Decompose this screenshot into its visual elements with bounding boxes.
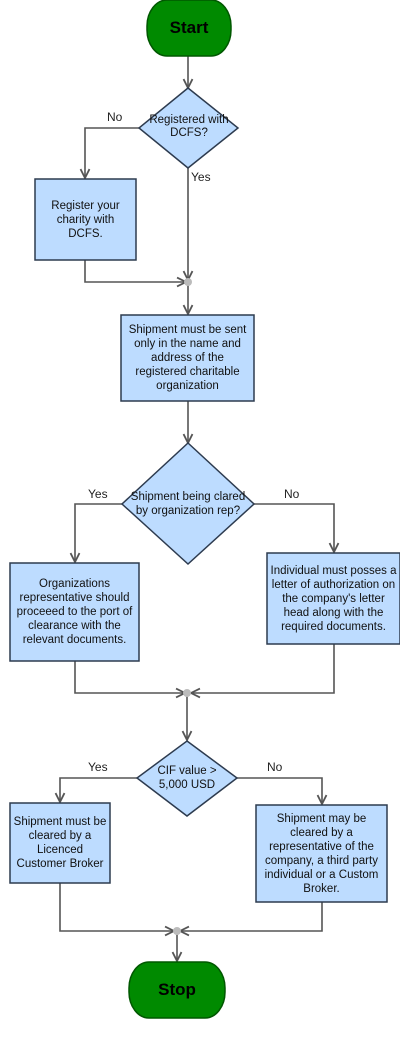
representative-shape — [255, 804, 388, 903]
edge-label-cif-no: No — [267, 760, 283, 774]
register-charity-shape — [34, 178, 137, 261]
org-rep-label: Organizations representative should proc… — [16, 578, 133, 646]
edge-register-to-merge — [84, 260, 186, 282]
shipment-name-label: Shipment must be sent only in the name a… — [128, 324, 247, 392]
edge-representative-to-merge — [180, 902, 323, 931]
connectors — [60, 56, 334, 961]
representative-label: Shipment may be cleared by a representat… — [264, 812, 379, 895]
junction-dot-3 — [173, 927, 181, 935]
individual-letter-label: Individual must posses a letter of autho… — [270, 564, 397, 633]
individual-letter-shape — [266, 552, 400, 645]
org-rep-shape — [9, 562, 140, 662]
licensed-broker-label: Shipment must be cleared by a Licenced C… — [13, 816, 107, 870]
start-terminal: Start — [169, 18, 209, 37]
edge-label-registered-no: No — [107, 110, 123, 124]
start-terminal-shape — [146, 0, 232, 57]
edge-cleared-yes — [75, 503, 122, 562]
decision-cif-shape — [135, 740, 239, 817]
decision-cleared-label: Shipment being clared by organization re… — [130, 491, 246, 517]
edge-broker-to-merge — [59, 883, 174, 931]
edge-registered-no — [85, 127, 139, 178]
register-charity-label: Register your charity with DCFS. — [51, 199, 120, 240]
decision-cif-label: CIF value > 5,000 USD — [157, 765, 217, 791]
edge-label-registered-yes: Yes — [191, 170, 211, 184]
stop-terminal: Stop — [158, 980, 196, 999]
edge-cif-no — [237, 777, 322, 804]
edge-individual-to-merge — [191, 644, 335, 693]
stop-terminal-shape — [128, 961, 226, 1019]
decision-registered-label: Registered with DCFS? — [149, 114, 229, 139]
decision-cleared-shape — [120, 441, 256, 566]
licensed-broker-shape — [9, 802, 111, 884]
edge-label-cleared-no: No — [284, 487, 300, 501]
junction-dot-1 — [184, 278, 192, 286]
edge-label-cleared-yes: Yes — [88, 487, 108, 501]
edge-cleared-no — [254, 503, 334, 552]
decision-registered-shape — [137, 87, 240, 169]
edge-orgrep-to-merge — [74, 661, 185, 693]
shipment-name-shape — [120, 314, 255, 402]
edge-cif-yes — [60, 777, 137, 802]
junction-dot-2 — [183, 689, 191, 697]
edge-label-cif-yes: Yes — [88, 760, 108, 774]
